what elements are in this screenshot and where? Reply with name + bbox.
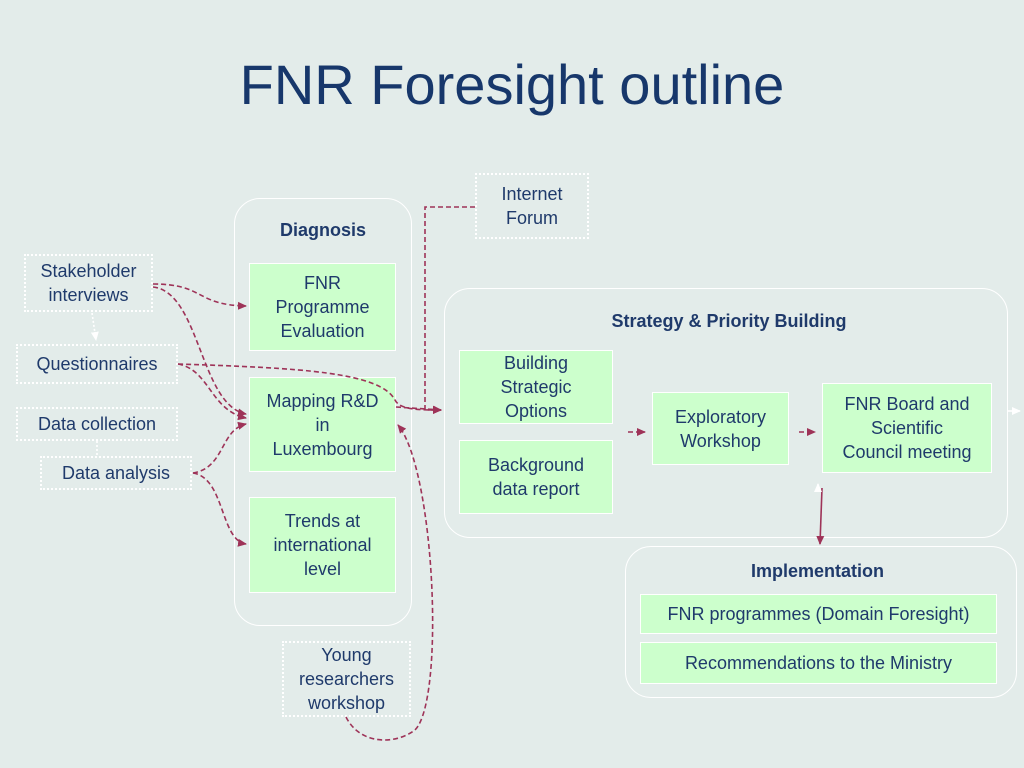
implementation-group-label: Implementation <box>750 561 884 581</box>
programme-evaluation-box: FNR Programme Evaluation <box>249 263 396 351</box>
domain-foresight-box: FNR programmes (Domain Foresight) <box>640 594 997 634</box>
building-options-box: Building Strategic Options <box>459 350 613 424</box>
recommendations-box: Recommendations to the Ministry <box>640 642 997 684</box>
arrow-interviews-to-mapping <box>152 286 247 417</box>
arrow-questionnaires-to-mapping <box>177 363 247 421</box>
arrow-young-to-mapping <box>345 424 434 741</box>
arrow-interviews-to-evaluation <box>152 283 247 310</box>
stakeholder-interviews-box: Stakeholder interviews <box>24 254 153 312</box>
background-report-box: Background data report <box>459 440 613 514</box>
board-meeting-box: FNR Board and Scientific Council meeting <box>822 383 992 473</box>
arrow-forum-to-strategy <box>424 206 475 414</box>
page-title: FNR Foresight outline <box>239 53 785 116</box>
mapping-rd-box: Mapping R&D in Luxembourg <box>249 377 396 472</box>
diagnosis-group <box>234 198 412 626</box>
questionnaires-box: Questionnaires <box>16 344 178 384</box>
data-collection-box: Data collection <box>16 407 178 441</box>
strategy-group-label: Strategy & Priority Building <box>611 311 847 331</box>
exploratory-workshop-box: Exploratory Workshop <box>652 392 789 465</box>
internet-forum-box: Internet Forum <box>475 173 589 239</box>
arrow-analysis-to-mapping <box>192 421 247 474</box>
arrow-questionnaires-to-strategy <box>177 363 442 414</box>
young-researchers-box: Young researchers workshop <box>282 641 411 717</box>
link-interviews-to-questionnaires <box>90 312 99 341</box>
strategy-group <box>444 288 1008 538</box>
diagnosis-group-label: Diagnosis <box>279 220 367 240</box>
implementation-group <box>625 546 1017 698</box>
arrow-board-to-implementation <box>816 487 825 545</box>
trends-box: Trends at international level <box>249 497 396 593</box>
data-analysis-box: Data analysis <box>40 456 192 490</box>
arrow-analysis-to-trends <box>192 472 247 547</box>
